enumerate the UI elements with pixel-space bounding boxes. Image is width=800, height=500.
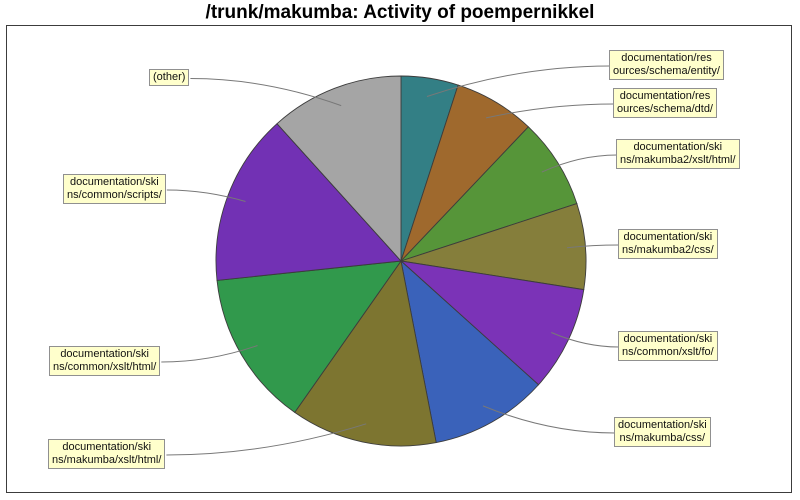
callout-documentation-skins-common-xslt-fo: documentation/ski ns/common/xslt/fo/ <box>618 331 718 361</box>
callout-documentation-skins-makumba-xslt-html: documentation/ski ns/makumba/xslt/html/ <box>48 439 166 469</box>
pie-slice-documentation-skins-makumba2-xslt-html <box>400 126 578 262</box>
leader-line-documentation-skins-makumba2-xslt-html <box>541 154 618 173</box>
callout-documentation-skins-common-scripts: documentation/ski ns/common/scripts/ <box>63 174 166 204</box>
pie-slice-other <box>276 75 402 263</box>
callout-other: (other) <box>149 69 190 86</box>
callout-documentation-skins-makumba2-xslt-html: documentation/ski ns/makumba2/xslt/html/ <box>616 139 740 169</box>
leader-line-documentation-resources-schema-dtd <box>485 103 615 119</box>
callout-documentation-skins-common-xslt-html: documentation/ski ns/common/xslt/html/ <box>49 346 161 376</box>
leader-line-documentation-skins-makumba-xslt-html <box>166 423 367 456</box>
callout-documentation-resources-schema-entity: documentation/res ources/schema/entity/ <box>609 50 724 80</box>
pie-slice-documentation-skins-common-scripts <box>215 123 402 281</box>
pie-slice-documentation-skins-common-xslt-fo <box>399 260 585 386</box>
pie-slice-documentation-skins-makumba-xslt-html <box>294 259 437 447</box>
leader-line-documentation-skins-common-xslt-html <box>161 345 258 363</box>
leader-line-documentation-resources-schema-entity <box>426 65 611 97</box>
leader-line-other <box>190 78 342 107</box>
leader-line-documentation-skins-makumba-css <box>482 405 616 434</box>
pie-slice-documentation-skins-makumba-css <box>400 259 540 444</box>
pie-chart <box>161 65 620 456</box>
leader-line-documentation-skins-makumba2-css <box>566 244 620 249</box>
callout-documentation-skins-makumba-css: documentation/ski ns/makumba/css/ <box>614 417 711 447</box>
callout-documentation-skins-makumba2-css: documentation/ski ns/makumba2/css/ <box>618 229 718 259</box>
pie-slice-documentation-skins-common-xslt-html <box>216 260 402 414</box>
chart-title: /trunk/makumba: Activity of poempernikke… <box>205 2 595 23</box>
leader-line-documentation-skins-common-scripts <box>166 189 246 202</box>
leader-line-documentation-skins-common-xslt-fo <box>551 332 620 348</box>
chart-frame: documentation/res ources/schema/entity/d… <box>6 25 792 493</box>
callout-documentation-resources-schema-dtd: documentation/res ources/schema/dtd/ <box>613 88 717 118</box>
